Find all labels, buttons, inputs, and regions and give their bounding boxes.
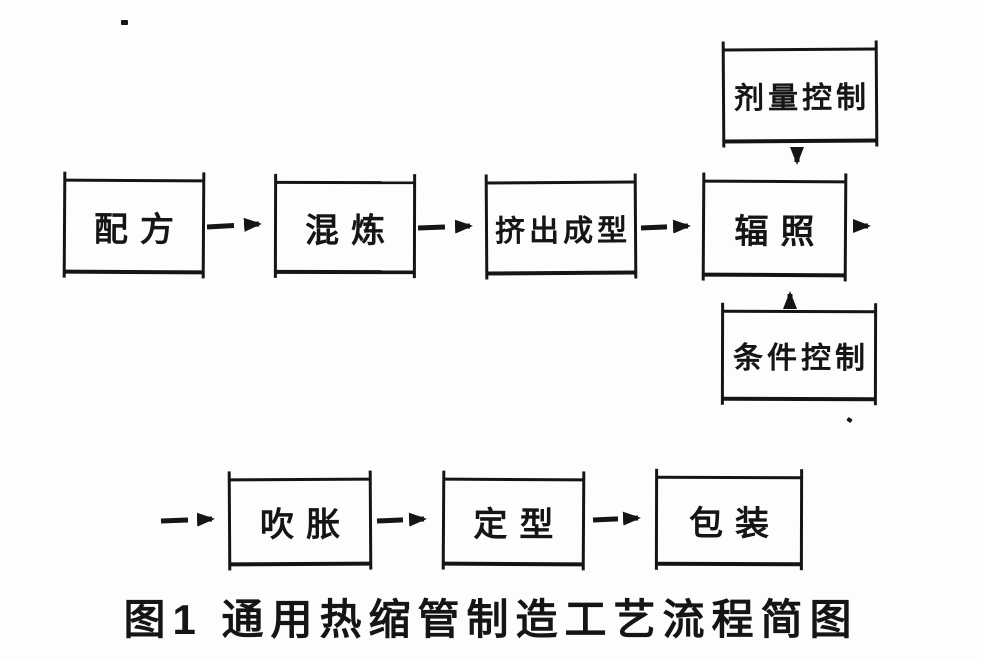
arrow-into-inflation [160, 512, 215, 527]
figure-caption: 图1 通用热缩管制造工艺流程简图 [123, 596, 859, 643]
flow-box-formula: 配方 [64, 178, 204, 275]
arrow-inflation-to-shaping [376, 512, 427, 527]
flow-box-irradiation: 辐照 [703, 179, 846, 278]
arrow-extrusion-to-irradiation [640, 219, 691, 234]
scan-speck [846, 416, 853, 424]
flow-box-label: 辐照 [734, 212, 827, 251]
flow-box-shaping: 定型 [443, 477, 584, 567]
flow-box-label: 包装 [688, 504, 782, 544]
arrow-mixing-to-extrusion [417, 219, 473, 234]
flow-box-label: 条件控制 [732, 341, 870, 376]
flow-box-extrusion: 挤出成型 [486, 180, 636, 276]
arrow-shaping-to-packaging [592, 511, 641, 526]
scan-speck [121, 20, 128, 25]
flow-box-label: 混炼 [304, 211, 398, 250]
flow-box-label: 吹胀 [259, 505, 353, 545]
flow-box-mixing: 混炼 [275, 180, 415, 275]
arrow-formula-to-mixing [206, 217, 262, 232]
flow-box-label: 定型 [473, 505, 566, 545]
flow-box-condition-control: 条件控制 [722, 309, 876, 402]
flow-box-packaging: 包装 [656, 475, 802, 567]
flow-box-label: 配方 [93, 210, 187, 249]
flow-box-dose-control: 剂量控制 [723, 47, 877, 144]
flow-box-inflation: 吹胀 [229, 477, 371, 567]
flow-box-label: 挤出成型 [494, 214, 632, 248]
flow-box-label: 剂量控制 [733, 81, 871, 116]
